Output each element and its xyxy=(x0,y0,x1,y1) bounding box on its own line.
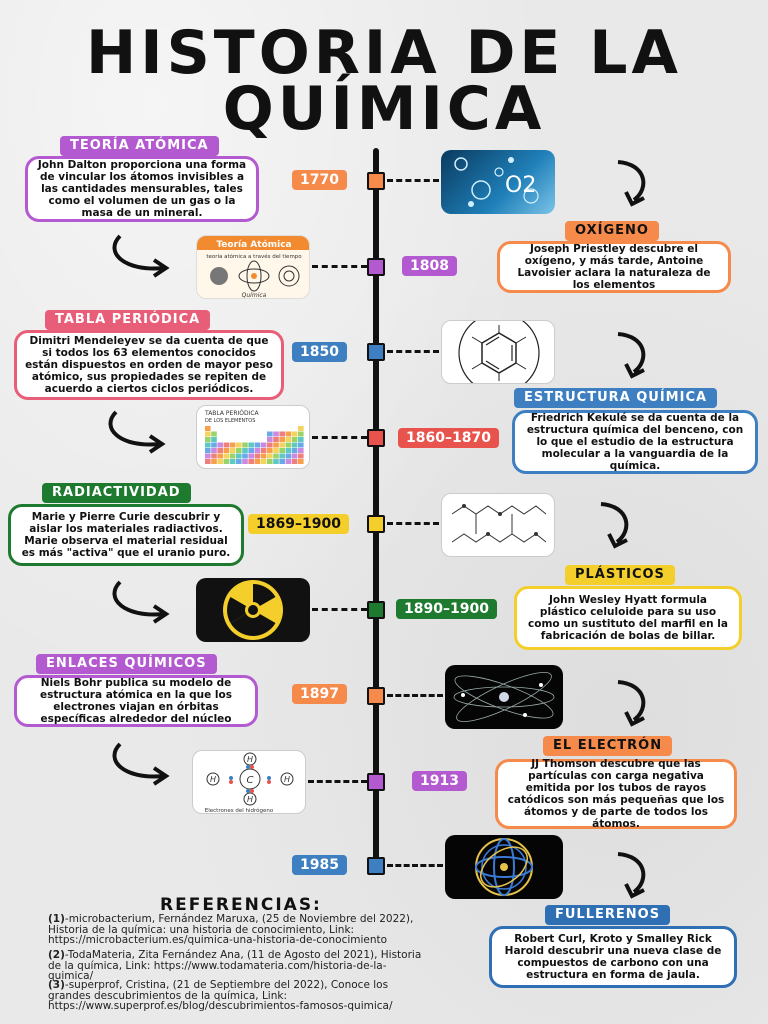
atomic-theory-image: Teoría Atómica teoría atómica a través d… xyxy=(196,235,310,299)
curved-arrow-icon xyxy=(108,410,166,454)
atomic-image-sub: teoría atómica a través del tiempo xyxy=(206,253,302,260)
connector xyxy=(312,436,367,439)
connector xyxy=(387,864,443,867)
event-box-estructura-quimica: Friedrich Kekulé se da cuenta de la estr… xyxy=(512,410,758,474)
year-1770: 1770 xyxy=(292,170,347,190)
year-1913: 1913 xyxy=(412,771,467,791)
page-title-line1: HISTORIA DE LA xyxy=(86,18,682,88)
svg-text:C: C xyxy=(247,775,254,786)
curved-arrow-icon xyxy=(617,160,646,207)
curved-arrow-icon xyxy=(617,852,646,899)
curved-arrow-icon xyxy=(617,332,646,379)
timeline-node-1985 xyxy=(367,857,385,875)
atomic-image-title: Teoría Atómica xyxy=(216,239,291,250)
year-1890-1900: 1890–1900 xyxy=(396,599,497,619)
oxygen-bubbles-image: O2 xyxy=(441,150,555,214)
timeline-node-1869 xyxy=(367,515,385,533)
timeline-node-1860 xyxy=(367,429,385,447)
tag-estructura-quimica: ESTRUCTURA QUÍMICA xyxy=(514,388,718,408)
timeline-node-1890 xyxy=(367,601,385,619)
connector xyxy=(308,780,367,783)
ref-num: (2) xyxy=(48,949,65,961)
year-1869-1900: 1869–1900 xyxy=(248,514,349,534)
reference-item-2: (2)-TodaMateria, Zita Fernández Ana, (11… xyxy=(48,950,428,982)
electron-orbit-image xyxy=(445,665,563,729)
curved-arrow-icon xyxy=(112,234,170,278)
timeline-node-1897 xyxy=(367,687,385,705)
connector xyxy=(312,265,367,268)
timeline-node-1808 xyxy=(367,258,385,276)
atomic-image-foot: Química xyxy=(242,292,267,299)
bonds-image-foot: Electrones del hidrógeno xyxy=(205,807,274,814)
timeline-node-1770 xyxy=(367,172,385,190)
year-1985: 1985 xyxy=(292,855,347,875)
ref-text: -microbacterium, Fernández Maruxa, (25 d… xyxy=(48,913,414,946)
timeline-node-1850 xyxy=(367,343,385,361)
svg-text:H: H xyxy=(284,775,290,784)
periodic-table-image: TABLA PERIÓDICA DE LOS ELEMENTOS xyxy=(196,405,310,469)
periodic-image-sub: DE LOS ELEMENTOS xyxy=(205,418,255,424)
tag-plasticos: PLÁSTICOS xyxy=(565,565,675,585)
chemical-bonds-image: C H H H H Electrones del hidrógeno xyxy=(192,750,306,814)
tag-fullerenos: FULLERENOS xyxy=(545,905,671,925)
event-box-tabla-periodica: Dimitri Mendeleyev se da cuenta de que s… xyxy=(14,330,284,400)
references-title: REFERENCIAS: xyxy=(160,895,322,915)
connector xyxy=(312,608,367,611)
tag-oxigeno: OXÍGENO xyxy=(565,221,659,241)
event-box-oxigeno: Joseph Priestley descubre el oxígeno, y … xyxy=(497,241,731,293)
timeline-node-1913 xyxy=(367,773,385,791)
event-box-teoria-atomica: John Dalton proporciona una forma de vin… xyxy=(25,156,259,222)
year-1850: 1850 xyxy=(292,342,347,362)
timeline-axis xyxy=(373,148,379,872)
curved-arrow-icon xyxy=(617,680,646,727)
molecule-diagram-image xyxy=(441,493,555,557)
year-1860-1870: 1860–1870 xyxy=(398,428,499,448)
curved-arrow-icon xyxy=(112,580,170,624)
svg-text:H: H xyxy=(210,775,216,784)
ref-text: -TodaMateria, Zita Fernández Ana, (11 de… xyxy=(48,949,422,982)
event-box-el-electron: JJ Thomson descubre que las partículas c… xyxy=(495,758,737,830)
reference-item-3: (3)-superprof, Cristina, (21 de Septiemb… xyxy=(48,980,428,1012)
event-box-plasticos: John Wesley Hyatt formula plástico celul… xyxy=(514,586,742,650)
reference-item-1: (1)-microbacterium, Fernández Maruxa, (2… xyxy=(48,914,428,946)
event-box-radiactividad: Marie y Pierre Curie descubrir y aislar … xyxy=(8,504,244,566)
tag-el-electron: EL ELECTRÓN xyxy=(543,736,673,756)
curved-arrow-icon xyxy=(600,502,629,549)
tag-tabla-periodica: TABLA PERIÓDICA xyxy=(45,310,211,330)
curved-arrow-icon xyxy=(112,742,170,786)
oxygen-label: O2 xyxy=(505,173,536,198)
page-title-line2: QUÍMICA xyxy=(222,74,546,144)
svg-text:H: H xyxy=(247,755,253,764)
connector xyxy=(387,350,439,353)
ref-text: -superprof, Cristina, (21 de Septiembre … xyxy=(48,979,393,1012)
connector xyxy=(387,522,439,525)
event-box-fullerenos: Robert Curl, Kroto y Smalley Rick Harold… xyxy=(489,926,737,988)
event-box-enlaces-quimicos: Niels Bohr publica su modelo de estructu… xyxy=(14,675,258,727)
connector xyxy=(387,694,443,697)
periodic-image-title: TABLA PERIÓDICA xyxy=(204,410,260,417)
benzene-structure-image xyxy=(441,320,555,384)
tag-teoria-atomica: TEORÍA ATÓMICA xyxy=(60,136,219,156)
ref-num: (1) xyxy=(48,913,65,925)
ref-num: (3) xyxy=(48,979,65,991)
tag-enlaces-quimicos: ENLACES QUÍMICOS xyxy=(36,654,217,674)
radiation-symbol-image xyxy=(196,578,310,642)
periodic-grid: TABLA PERIÓDICA DE LOS ELEMENTOS xyxy=(204,410,304,464)
year-1808: 1808 xyxy=(402,256,457,276)
fullerene-image xyxy=(445,835,563,899)
connector xyxy=(387,179,439,182)
year-1897: 1897 xyxy=(292,684,347,704)
tag-radiactividad: RADIACTIVIDAD xyxy=(42,483,191,503)
svg-text:H: H xyxy=(247,795,253,804)
